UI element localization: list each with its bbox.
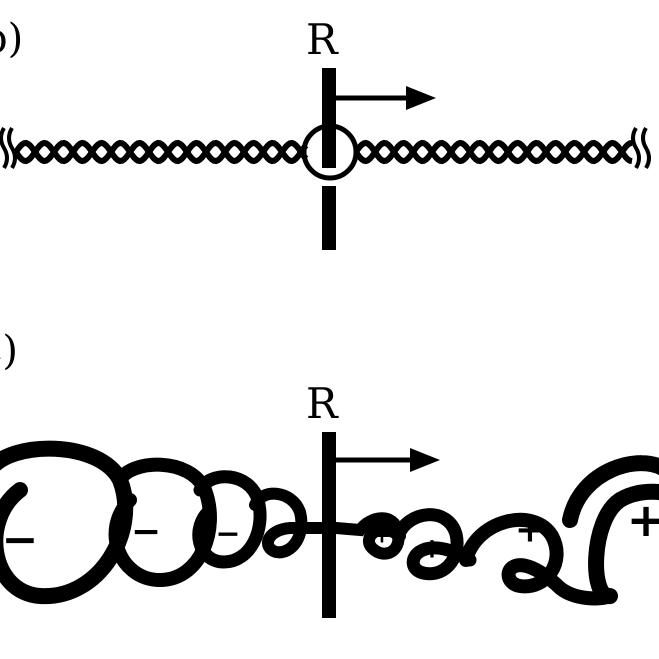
loop-pos-1	[330, 512, 406, 560]
loop-neg-4	[249, 487, 336, 559]
panel-b-dna-left	[13, 139, 309, 165]
panel-b-dna-right	[353, 139, 633, 165]
loop-pos-4	[562, 455, 659, 604]
loop-sign-3: −	[215, 517, 240, 552]
panel-b-direction-arrow	[336, 86, 436, 110]
loop-sign-8: +	[627, 493, 659, 547]
loop-sign-6: +	[420, 532, 443, 565]
panel-b: b) R	[0, 15, 651, 250]
strand-b-left	[13, 139, 309, 165]
panel-c-protein-label: R	[306, 379, 339, 428]
panel-b-break-right	[631, 126, 651, 170]
panel-c-label: c)	[0, 328, 18, 374]
panel-c-direction-arrow	[336, 448, 440, 472]
loop-sign-5: +	[373, 524, 391, 549]
panel-b-polymerase-bar-top	[322, 68, 336, 168]
strand-a-right	[353, 139, 633, 165]
loop-sign-7: +	[515, 510, 545, 551]
panel-c-signs: − − − − + + + +	[2, 493, 659, 566]
panel-b-break-left	[0, 126, 17, 170]
loop-neg-1	[0, 440, 134, 605]
loop-pos-2	[391, 508, 477, 581]
panel-c: c) R − − − − + +	[0, 328, 659, 618]
strand-a-left	[13, 139, 309, 165]
loop-neg-3	[192, 470, 267, 569]
panel-b-protein-label: R	[306, 15, 339, 64]
panel-b-label: b)	[0, 16, 23, 62]
loop-pos-3	[459, 513, 617, 606]
loop-sign-1: −	[2, 515, 39, 566]
panel-b-polymerase-bar-bottom	[322, 186, 336, 250]
strand-b-right	[353, 139, 633, 165]
loop-sign-2: −	[131, 512, 161, 553]
loop-sign-4: −	[280, 518, 300, 546]
panel-c-supercoil	[0, 440, 659, 606]
